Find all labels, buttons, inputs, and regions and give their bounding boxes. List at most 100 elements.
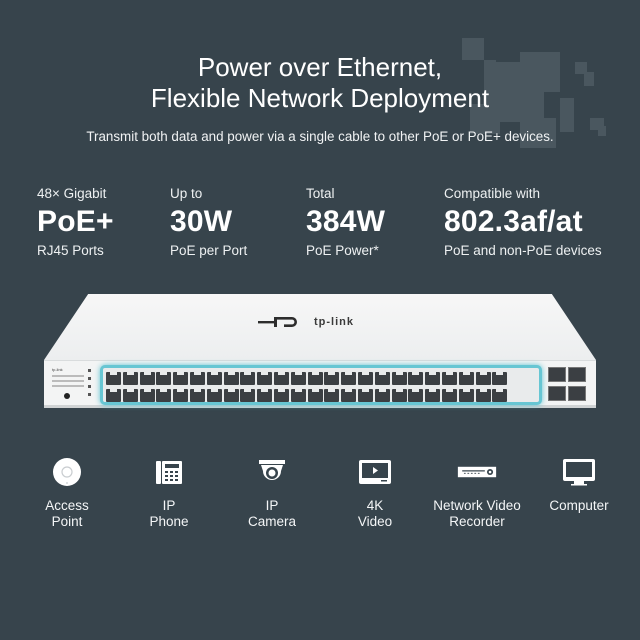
sfp-port [548, 367, 566, 382]
stat-caption-top: Up to [170, 186, 203, 201]
page-headline: Power over Ethernet, Flexible Network De… [0, 52, 640, 114]
front-label: tp-link [52, 367, 92, 399]
rj45-port [324, 389, 340, 402]
rj45-port [475, 389, 491, 402]
rj45-port [106, 389, 121, 402]
rj45-port [391, 372, 407, 385]
rj45-port [173, 372, 189, 385]
switch-top-panel [44, 294, 596, 360]
reset-button [64, 393, 70, 399]
headline-line-2: Flexible Network Deployment [150, 83, 490, 113]
device-ip-phone: IP Phone [114, 455, 224, 530]
rj45-port [273, 389, 289, 402]
stat-compatibility: Compatible with 802.3af/at PoE and non-P… [444, 186, 602, 258]
rj45-port [374, 389, 390, 402]
device-ip-camera: IP Camera [217, 455, 327, 530]
rj45-port [357, 372, 373, 385]
access-point-icon [47, 455, 87, 489]
model-text-line [52, 380, 84, 382]
sfp-port [548, 386, 566, 401]
brand-name: tp-link [314, 316, 354, 328]
rj45-port [189, 372, 205, 385]
device-computer: Computer [524, 455, 634, 514]
rj45-port [475, 372, 491, 385]
stat-value: 802.3af/at [444, 205, 583, 238]
rj45-port [458, 389, 474, 402]
rj45-port [206, 389, 222, 402]
stat-total-power: Total 384W PoE Power* [306, 186, 385, 258]
status-leds [88, 369, 100, 401]
rj45-port [341, 389, 357, 402]
compatible-devices: Access Point IP Phone IP Camera 4K Video… [0, 455, 640, 545]
device-label: Computer [549, 498, 609, 513]
4k-video-icon [355, 455, 395, 489]
rj45-port [307, 389, 323, 402]
rj45-port [391, 389, 407, 402]
rj45-port [290, 389, 306, 402]
model-text-line [52, 385, 84, 387]
stat-caption-bottom: RJ45 Ports [37, 243, 104, 258]
sfp-port [568, 386, 586, 401]
rj45-port [324, 372, 340, 385]
rj45-port [240, 372, 256, 385]
stat-caption-top: Total [306, 186, 335, 201]
rj45-port [307, 372, 323, 385]
page-subheadline: Transmit both data and power via a singl… [86, 129, 554, 144]
stat-value: 384W [306, 205, 386, 238]
stat-caption-top: Compatible with [444, 186, 541, 201]
tp-link-logo-icon [258, 317, 297, 327]
rj45-port [492, 389, 508, 402]
rj45-port [357, 389, 373, 402]
computer-icon [559, 455, 599, 489]
stat-caption-bottom: PoE per Port [170, 243, 248, 258]
rj45-port [458, 372, 474, 385]
stat-value: 30W [170, 205, 233, 238]
stat-caption-bottom: PoE and non-PoE devices [444, 243, 602, 258]
stat-caption-top: 48× Gigabit [37, 186, 107, 201]
stat-poe-ports: 48× Gigabit PoE+ RJ45 Ports [37, 186, 114, 258]
ip-camera-icon [252, 455, 292, 489]
rj45-port [156, 372, 172, 385]
rj45-port [122, 389, 138, 402]
rj45-port [492, 372, 508, 385]
rj45-port [273, 372, 289, 385]
rj45-port-group-highlight [100, 365, 542, 405]
rj45-port-grid [106, 372, 509, 402]
rj45-port [374, 372, 390, 385]
rj45-port [425, 372, 441, 385]
rj45-port [257, 389, 273, 402]
rj45-port [139, 372, 155, 385]
rj45-port [139, 389, 155, 402]
rj45-port [257, 372, 273, 385]
rj45-port [341, 372, 357, 385]
device-access-point: Access Point [12, 455, 122, 530]
spec-stats: 48× Gigabit PoE+ RJ45 Ports Up to 30W Po… [0, 186, 640, 266]
rj45-port [441, 389, 457, 402]
stat-caption-bottom: PoE Power* [306, 243, 379, 258]
rj45-port [173, 389, 189, 402]
rj45-port [106, 372, 121, 385]
rj45-port [223, 372, 239, 385]
switch-front-panel: tp-link [44, 360, 596, 408]
stat-value: PoE+ [37, 205, 114, 238]
rj45-port [156, 389, 172, 402]
ip-phone-icon [149, 455, 189, 489]
headline-line-1: Power over Ethernet, [197, 52, 443, 82]
poe-switch-image: tp-link tp-link [44, 294, 596, 414]
rj45-port [206, 372, 222, 385]
device-label: IP Camera [247, 498, 296, 529]
rj45-port [290, 372, 306, 385]
sfp-port [568, 367, 586, 382]
rj45-port [441, 372, 457, 385]
device-label: Network Video Recorder [433, 498, 521, 529]
rj45-port [240, 389, 256, 402]
rj45-port [122, 372, 138, 385]
brand-logo: tp-link [258, 316, 354, 328]
rj45-port [425, 389, 441, 402]
rj45-port [223, 389, 239, 402]
rj45-port [408, 372, 424, 385]
device-label: 4K Video [357, 498, 393, 529]
device-label: Access Point [45, 498, 89, 529]
front-brand-text: tp-link [52, 367, 63, 372]
device-4k-video: 4K Video [320, 455, 430, 530]
